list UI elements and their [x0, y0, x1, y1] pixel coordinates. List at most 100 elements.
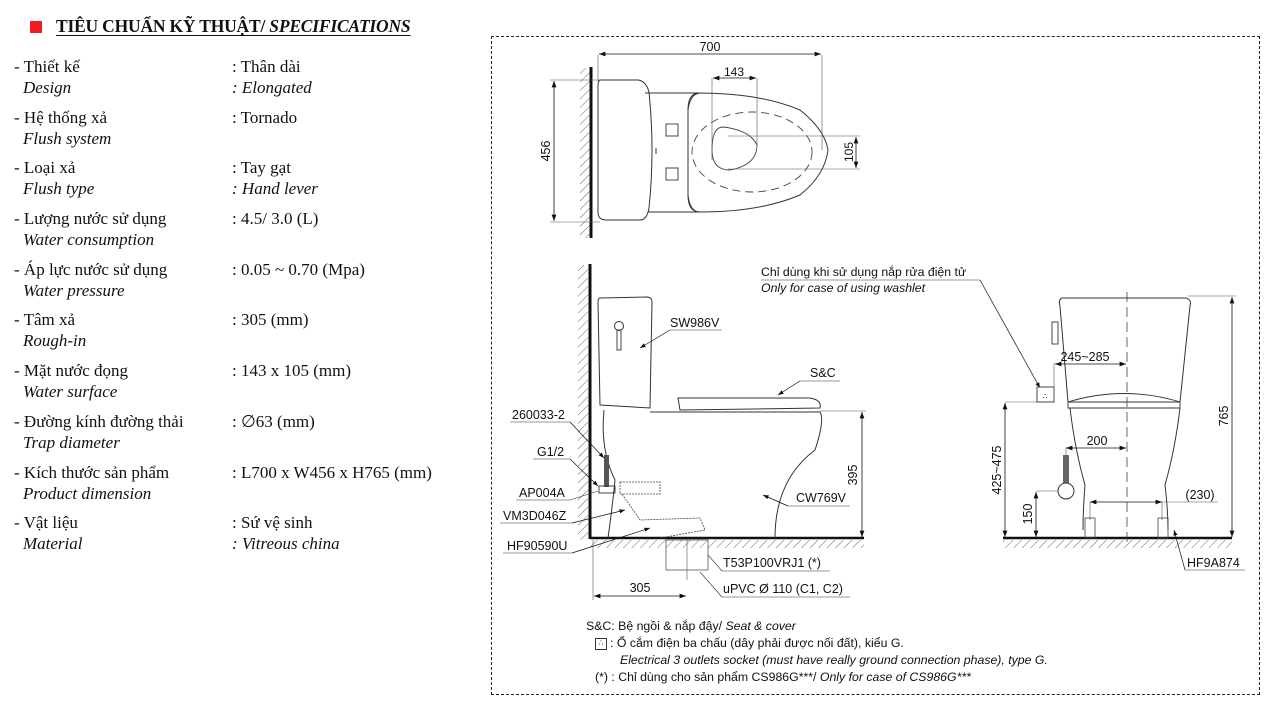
spec-value-en: : Elongated: [232, 78, 312, 97]
note-asterisk: (*) : Chỉ dùng cho sản phẩm CS986G***/ O…: [595, 670, 971, 684]
tank-side: [597, 296, 653, 409]
washlet-note-en: Only for case of using washlet: [761, 281, 926, 295]
title-vi: TIÊU CHUẨN KỸ THUẬT/: [56, 16, 266, 36]
spec-label-vi: - Tâm xả: [14, 310, 76, 330]
label-front-bolt-part: HF9A874: [1187, 556, 1240, 570]
seat-outline: [687, 92, 829, 213]
spec-label-vi: - Hệ thống xả: [14, 107, 108, 127]
bowl-front: [1069, 407, 1181, 531]
washlet-note-vi: Chỉ dùng khi sử dụng nắp rửa điện tử: [761, 264, 966, 279]
specs-list: - Thiết kế Design : Thân dài : Elongated - …: [14, 57, 454, 564]
label-seat-part: S&C: [810, 366, 836, 380]
spec-label-en: Trap diameter: [23, 432, 120, 452]
supply-hose: [604, 455, 609, 487]
spec-value-vi: : 4.5/ 3.0 (L): [232, 209, 319, 229]
hinge-bottom: [665, 167, 679, 181]
label-pipe-part: uPVC Ø 110 (C1, C2): [723, 582, 843, 596]
spec-value-vi: : 0.05 ~ 0.70 (Mpa): [232, 259, 365, 279]
wall-hatch: [578, 265, 588, 540]
spec-row: - Thiết kế Design : Thân dài : Elongated: [14, 57, 454, 108]
spec-value-vi: : Thân dài: [232, 57, 301, 76]
spec-label-en: Material: [23, 534, 83, 554]
dim-supply-offset-label: 200: [1087, 434, 1108, 448]
label-thread-part: G1/2: [537, 445, 564, 459]
title-en: SPECIFICATIONS: [265, 16, 411, 36]
dim-socket-offset-label: 245~285: [1060, 350, 1109, 364]
spec-value-vi: : Tornado: [232, 107, 298, 127]
spec-value-vi: : L700 x W456 x H765 (mm): [232, 462, 432, 482]
spec-label-vi: - Loại xả: [14, 158, 76, 178]
note-socket: ∴: Ổ cắm điện ba chấu (dây phải được nối…: [586, 635, 1048, 652]
floor-hatch: [1003, 540, 1232, 548]
spec-label-en: Water consumption: [23, 230, 155, 250]
spec-label-en: Water surface: [23, 382, 118, 402]
spec-label-vi: - Vật liệu: [14, 513, 78, 533]
dim-seat-height-label: 395: [846, 465, 860, 486]
spec-value-en: : Vitreous china: [232, 534, 340, 554]
wall-hatch: [580, 68, 590, 238]
spec-label-vi: - Thiết kế: [14, 57, 80, 76]
dim-socket-height-label: 425~475: [990, 445, 1004, 494]
spec-label-vi: - Kích thước sản phẩm: [14, 462, 170, 482]
label-adapter-part: T53P100VRJ1 (*): [723, 556, 821, 570]
valve-front: [1057, 482, 1075, 500]
side-view: 305 395 SW986V S&C CW769V 260033-2 G1/2 …: [500, 264, 866, 600]
spec-value-vi: : Tay gạt: [232, 158, 291, 178]
spec-label-vi: - Đường kính đường thải: [14, 411, 184, 431]
bullet-square-icon: [30, 20, 42, 33]
label-bowl-part: CW769V: [796, 491, 847, 505]
spec-label-en: Flush system: [23, 128, 112, 148]
spec-label-en: Product dimension: [23, 483, 152, 503]
dim-supply-height-label: 150: [1021, 504, 1035, 525]
label-tank-part: SW986V: [670, 316, 720, 330]
angle-valve: [598, 485, 616, 494]
spec-value-en: : Hand lever: [232, 179, 318, 199]
spec-label-en: Rough-in: [23, 331, 87, 351]
note-socket-en: Electrical 3 outlets socket (must have r…: [620, 653, 1048, 667]
water-surface-outline: [711, 126, 758, 171]
label-valve-part: AP004A: [519, 486, 566, 500]
lever-icon: [614, 321, 624, 331]
spec-value-vi: : 305 (mm): [232, 310, 309, 330]
label-hose-part: 260033-2: [512, 408, 565, 422]
front-view: ∴ 245~285 425~475 200 150 (230) 765 HF9A…: [990, 292, 1245, 571]
rim-dashed-outline: [691, 111, 813, 193]
top-view: 700 143 105 456: [539, 40, 860, 238]
dim-water-y-label: 105: [842, 142, 856, 162]
bowl-side: [602, 409, 823, 539]
dim-total-height-label: 765: [1217, 406, 1231, 427]
dim-length-label: 700: [700, 40, 721, 54]
lever-front: [1051, 321, 1059, 345]
label-fill-part: VM3D046Z: [503, 509, 567, 523]
dim-water-x-label: 143: [724, 65, 744, 79]
section-header: TIÊU CHUẨN KỸ THUẬT/ SPECIFICATIONS: [30, 16, 411, 37]
label-bolt-part: HF90590U: [507, 539, 567, 553]
dim-bolt-spacing-label: (230): [1185, 488, 1214, 502]
tank-outline: [597, 79, 653, 221]
spec-label-vi: - Lượng nước sử dụng: [14, 209, 167, 229]
socket-icon: ∴: [595, 637, 607, 650]
spec-label-en: Water pressure: [23, 280, 125, 300]
spec-label-en: Flush type: [23, 179, 95, 199]
floor-hatch: [590, 540, 864, 548]
seat-side: [677, 397, 821, 411]
note-seat-cover: S&C: Bệ ngồi & nắp đậy/ Seat & cover: [586, 619, 796, 633]
spec-label-vi: - Áp lực nước sử dụng: [14, 259, 168, 279]
spec-label-vi: - Mặt nước đọng: [14, 361, 129, 381]
section-title: TIÊU CHUẨN KỸ THUẬT/ SPECIFICATIONS: [56, 16, 411, 37]
spec-label-en: Design: [23, 78, 72, 97]
spec-value-vi: : 143 x 105 (mm): [232, 361, 351, 381]
svg-text:∴: ∴: [1042, 392, 1047, 401]
spec-value-vi: : ∅63 (mm): [232, 411, 315, 431]
supply-pipe-front: [1063, 455, 1069, 483]
